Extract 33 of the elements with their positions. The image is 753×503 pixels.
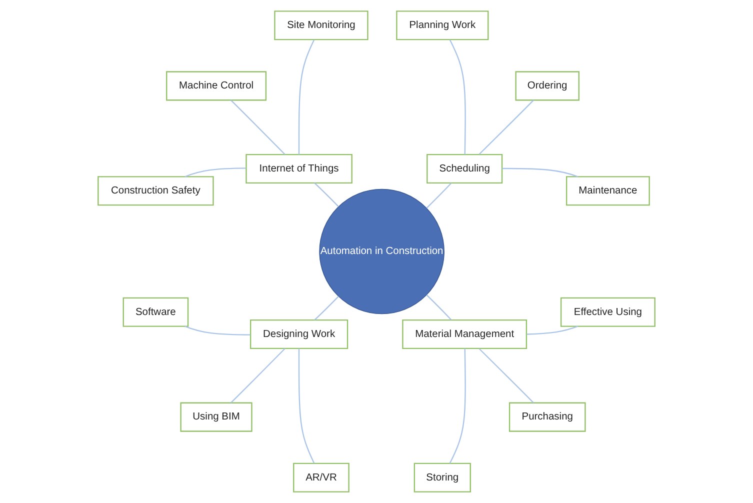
node-box: Effective Using <box>560 297 656 327</box>
connector <box>526 326 578 335</box>
node-box: Storing <box>414 462 471 492</box>
node-box: Scheduling <box>426 154 503 184</box>
connector <box>298 39 315 154</box>
node-box: AR/VR <box>293 462 350 492</box>
connector <box>314 182 339 207</box>
node-box: Construction Safety <box>98 176 214 206</box>
node-box: Purchasing <box>508 402 586 432</box>
connector <box>314 296 339 320</box>
connector <box>184 168 246 178</box>
node-box: Site Monitoring <box>274 10 368 40</box>
node-box: Maintenance <box>566 176 650 206</box>
node-box: Planning Work <box>396 10 489 40</box>
connector <box>426 294 452 320</box>
connector <box>478 348 534 404</box>
connector <box>449 348 466 464</box>
node-circle: Automation in Construction <box>319 188 444 314</box>
connector <box>426 182 452 208</box>
node-box: Software <box>122 297 189 327</box>
node-box: Designing Work <box>250 320 348 350</box>
node-box: Using BIM <box>180 402 252 432</box>
node-box: Ordering <box>515 71 580 101</box>
connector <box>478 100 534 155</box>
node-box: Material Management <box>402 320 528 350</box>
connector <box>230 348 286 404</box>
connector <box>298 348 315 464</box>
node-box: Internet of Things <box>246 154 352 184</box>
connector <box>449 39 466 154</box>
connector <box>184 326 250 336</box>
node-box: Machine Control <box>166 71 267 101</box>
connector <box>230 100 286 155</box>
connector <box>502 168 578 178</box>
